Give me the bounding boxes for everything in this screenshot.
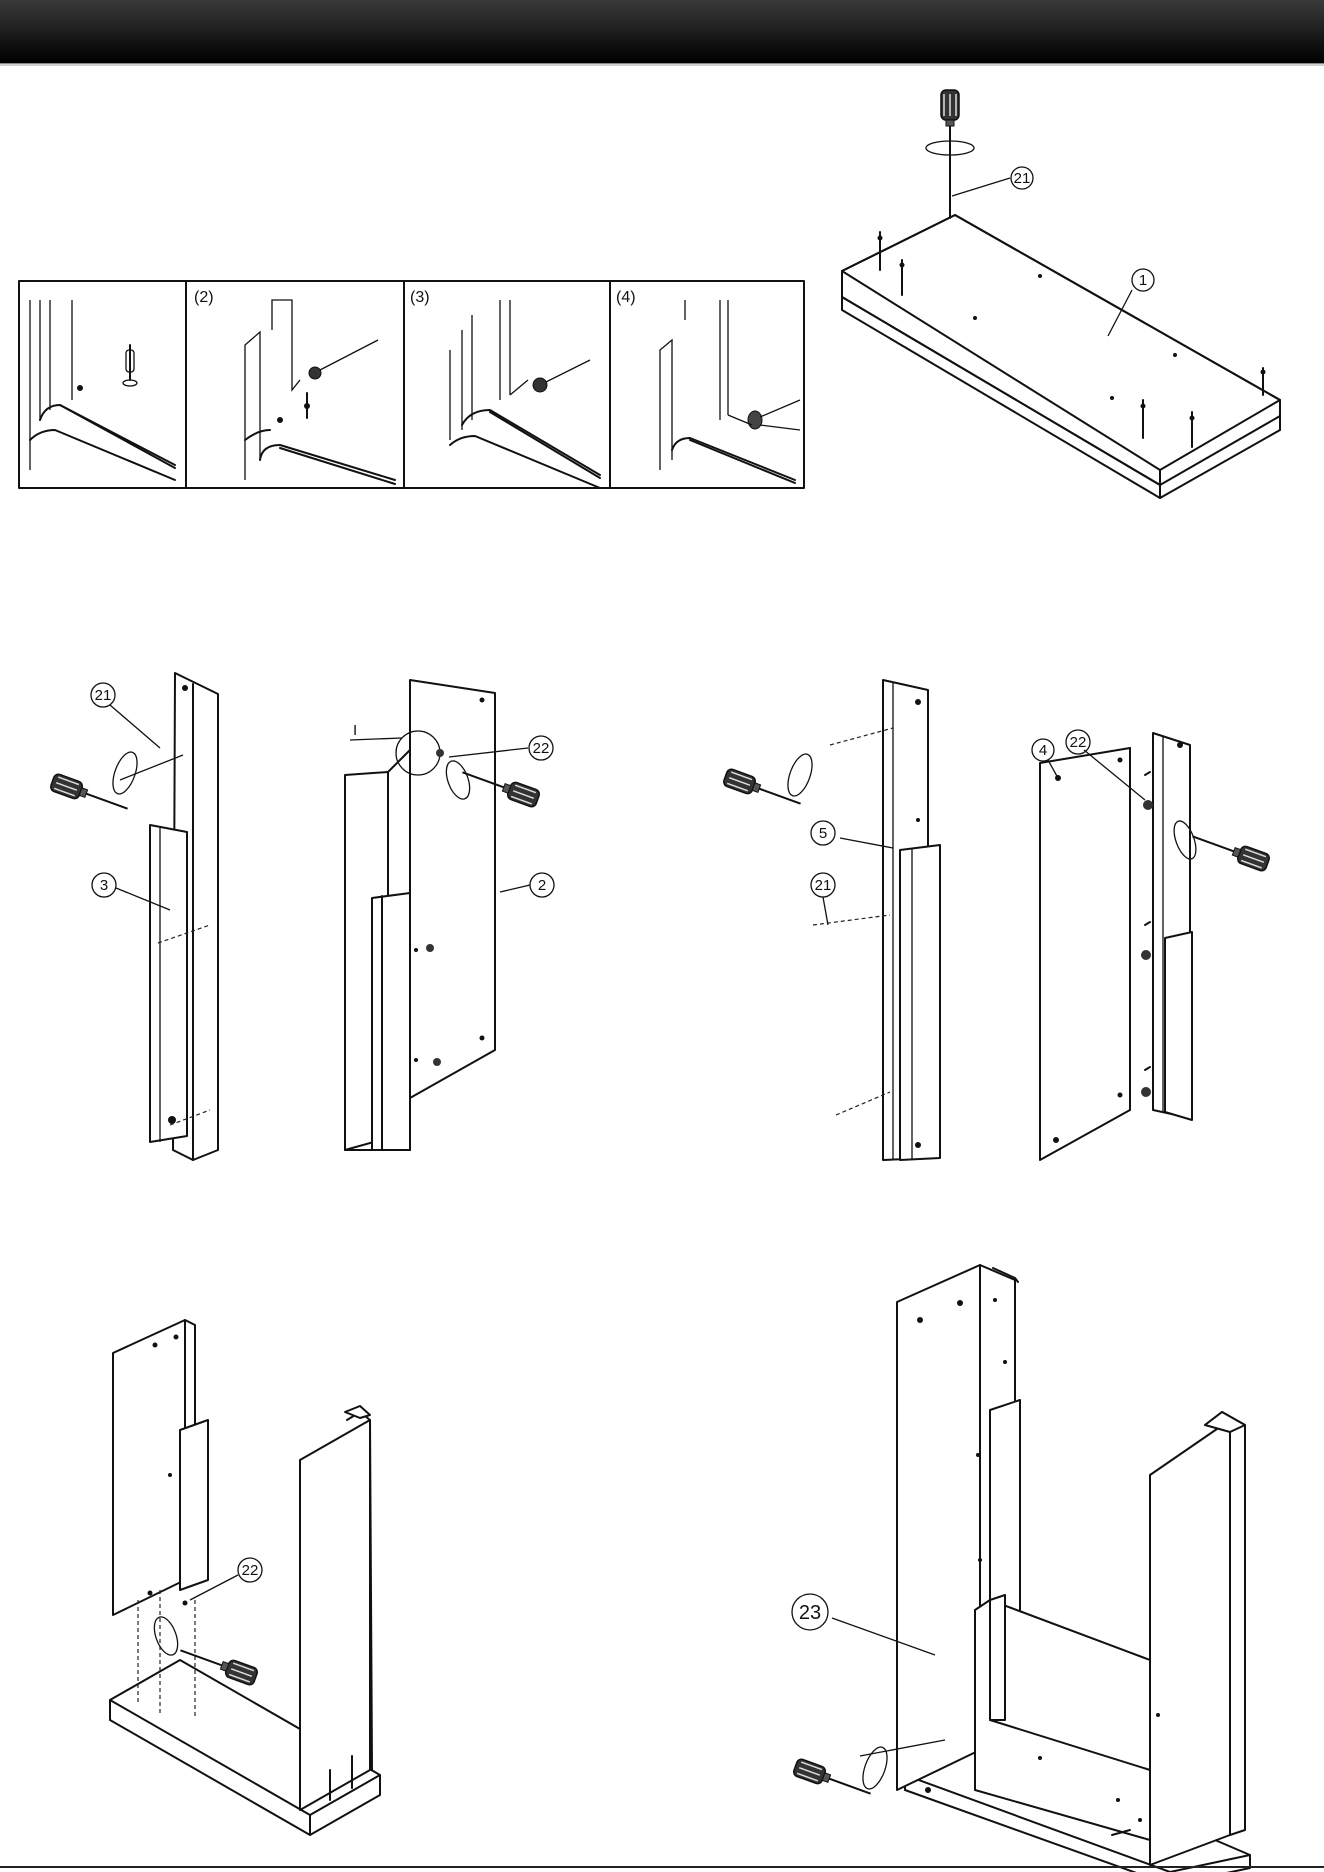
inset-steps-box: (2) (3) (4 — [19, 281, 804, 488]
rotation-arrow-icon — [150, 1614, 182, 1658]
inset-step-2: (2) — [194, 289, 395, 484]
callout-21-a: 21 — [95, 687, 112, 704]
callout-2: 2 — [538, 877, 546, 894]
dowel-icon — [813, 728, 893, 1115]
callout-4: 4 — [1039, 742, 1047, 759]
callout-3: 3 — [100, 877, 108, 894]
callout-5: 5 — [819, 825, 827, 842]
callout-22-b: 22 — [1070, 734, 1087, 751]
callout-21-top: 21 — [1014, 170, 1031, 187]
callout-22-c: 22 — [242, 1562, 259, 1579]
side-assembly-center-figure: I 22 2 — [345, 680, 554, 1150]
rotation-arrow-icon — [783, 751, 817, 799]
callout-22-a: 22 — [533, 740, 550, 757]
screwdriver-icon — [1189, 828, 1270, 872]
cam-lock-icon — [309, 340, 378, 379]
footer-rule — [0, 1866, 1324, 1868]
step-label-2: (2) — [194, 289, 214, 306]
inset-step-3: (3) — [410, 289, 600, 488]
screw-icon — [304, 393, 310, 418]
inset-step-1 — [30, 300, 175, 480]
frame-assembly-right-figure: 23 — [792, 1265, 1250, 1872]
dowel-icon — [123, 345, 137, 386]
detail-label-i: I — [353, 722, 357, 739]
frame-assembly-left-figure: 22 — [110, 1320, 380, 1835]
callout-23: 23 — [799, 1602, 821, 1624]
step-label-4: (4) — [616, 289, 636, 306]
screwdriver-icon — [941, 90, 959, 218]
inset-step-4: (4) — [616, 289, 800, 483]
screwdriver-icon — [49, 773, 130, 817]
step-label-3: (3) — [410, 289, 430, 306]
side-assembly-right-figure: 5 21 22 4 — [722, 680, 1270, 1160]
callout-1: 1 — [1139, 272, 1147, 289]
screwdriver-icon — [792, 1758, 873, 1802]
base-panel-figure: 21 1 — [842, 90, 1280, 498]
side-assembly-left-figure: 21 3 — [49, 673, 218, 1160]
callout-21-b: 21 — [815, 877, 832, 894]
screwdriver-icon — [722, 768, 803, 812]
